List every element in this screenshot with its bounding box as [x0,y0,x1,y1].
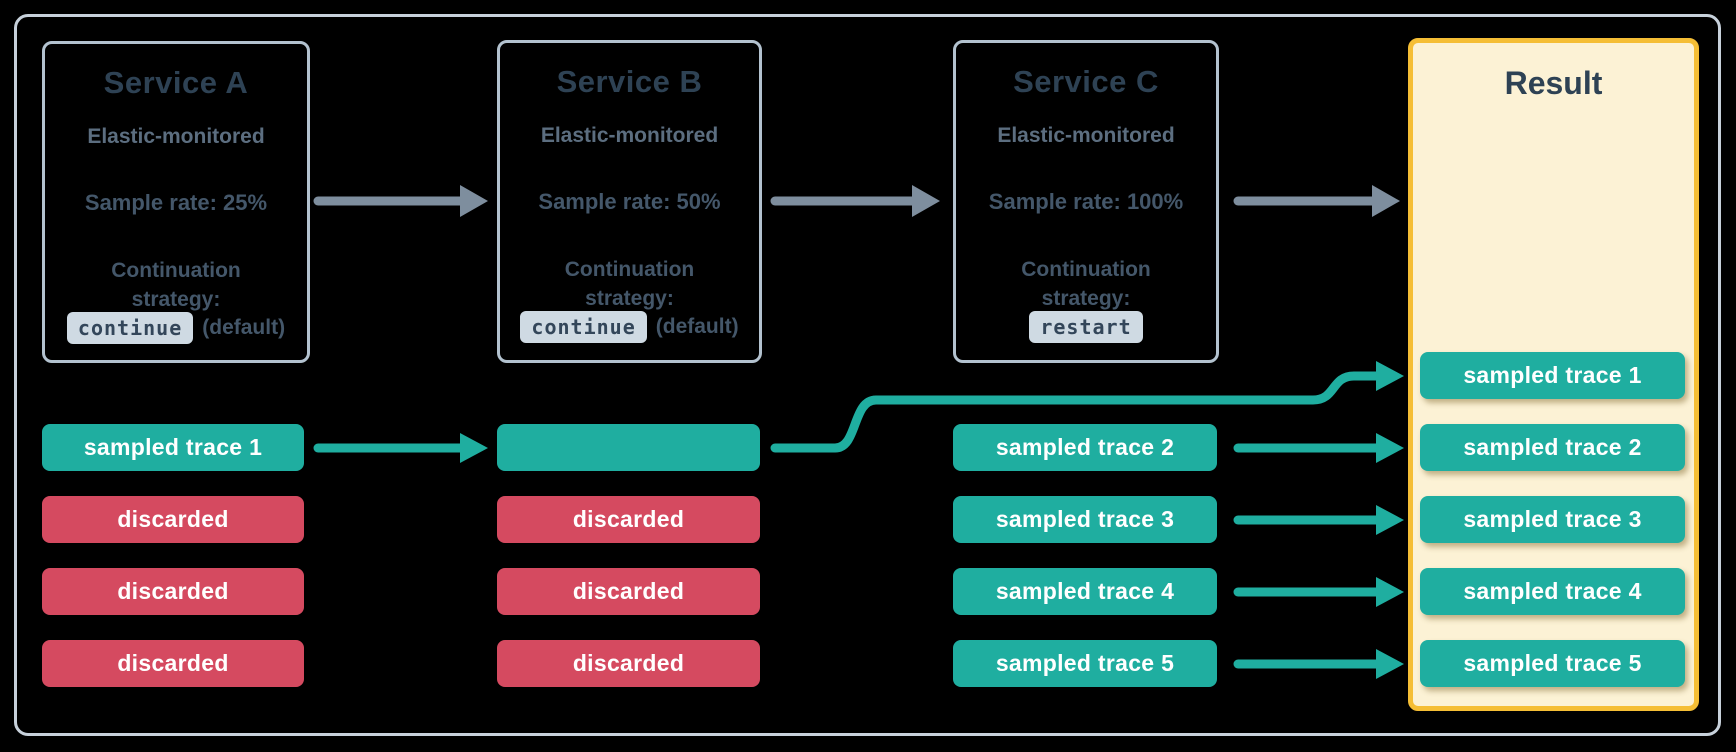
discarded-pill: discarded [497,640,760,687]
trace-pill: sampled trace 5 [953,640,1217,687]
service-c-continuation-label: Continuation strategy: [1021,258,1151,310]
service-a-title: Service A [103,65,249,100]
service-c-strategy-row: restart [956,311,1216,343]
service-b-box: Service B Elastic-monitored Sample rate:… [497,40,762,363]
discarded-pill: discarded [497,568,760,615]
discarded-pill: discarded [497,496,760,543]
trace-pill: sampled trace 1 [42,424,304,471]
service-c-sample-rate: Sample rate: 100% [988,189,1184,214]
result-trace-pill: sampled trace 1 [1420,352,1685,399]
service-a-continuation-label: Continuation strategy: [111,259,241,311]
trace-pill: sampled trace 4 [953,568,1217,615]
result-title: Result [1504,65,1603,101]
trace-pill: sampled trace 3 [953,496,1217,543]
discarded-pill: discarded [42,568,304,615]
service-c-box: Service C Elastic-monitored Sample rate:… [953,40,1219,363]
service-a-box: Service A Elastic-monitored Sample rate:… [42,41,310,363]
service-b-subtitle: Elastic-monitored [540,124,719,147]
service-a-sample-rate: Sample rate: 25% [84,190,268,215]
result-trace-pill: sampled trace 2 [1420,424,1685,471]
trace-pill-unlabeled [497,424,760,471]
discarded-pill: discarded [42,496,304,543]
service-a-strategy-chip: continue [66,312,194,344]
service-a-strategy-row: continue (default) [45,312,307,344]
result-trace-pill: sampled trace 5 [1420,640,1685,687]
service-c-title: Service C [1013,64,1159,99]
service-b-continuation-label: Continuation strategy: [564,258,695,310]
service-a-subtitle: Elastic-monitored [87,125,265,148]
service-b-sample-rate: Sample rate: 50% [538,189,721,214]
trace-pill: sampled trace 2 [953,424,1217,471]
result-trace-pill: sampled trace 4 [1420,568,1685,615]
discarded-pill: discarded [42,640,304,687]
service-b-strategy-row: continue (default) [500,311,759,343]
outer-frame [14,14,1721,736]
service-b-strategy-suffix: (default) [655,315,739,338]
service-c-subtitle: Elastic-monitored [997,124,1175,147]
service-b-strategy-chip: continue [520,311,647,343]
service-a-strategy-suffix: (default) [202,316,286,339]
service-b-title: Service B [556,64,703,99]
service-c-strategy-chip: restart [1029,311,1143,343]
result-trace-pill: sampled trace 3 [1420,496,1685,543]
